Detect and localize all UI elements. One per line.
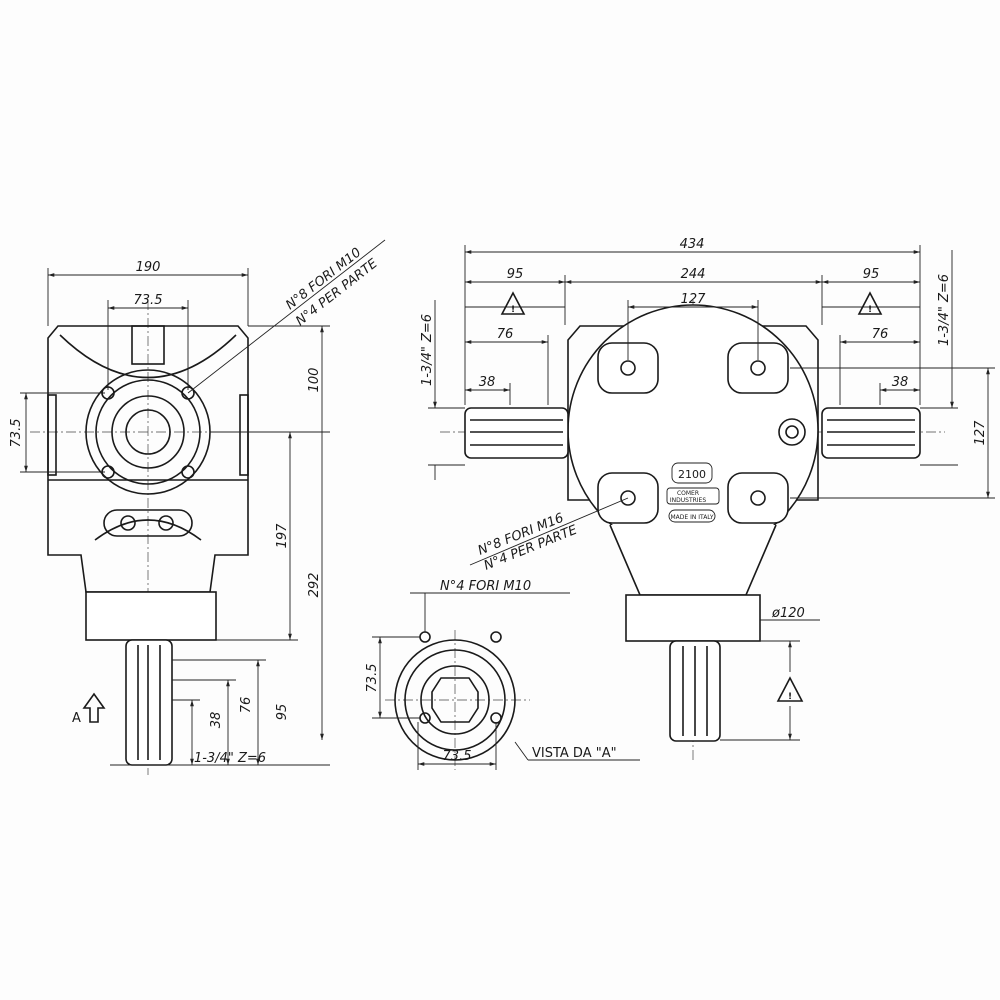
output-collar-front bbox=[625, 594, 761, 642]
bottom-view-title: VISTA DA "A" bbox=[532, 746, 617, 761]
dim-197: 197 bbox=[275, 523, 290, 549]
dim-292: 292 bbox=[307, 573, 322, 598]
brand-plate bbox=[666, 487, 720, 505]
dim-38: 38 bbox=[209, 712, 224, 729]
dim-100: 100 bbox=[307, 368, 322, 393]
bottom-view: N°4 FORI M10 73.5 73.5 VISTA DA "A" bbox=[365, 579, 640, 770]
output-collar bbox=[85, 591, 217, 641]
dim-38-left: 38 bbox=[479, 375, 496, 390]
dim-76-left: 76 bbox=[497, 327, 514, 342]
dim-73-5-horizontal: 73.5 bbox=[443, 749, 472, 764]
model-number: 2100 bbox=[678, 468, 706, 481]
left-input-shaft bbox=[464, 407, 569, 459]
left-view: 190 73.5 73.5 100 292 197 95 76 38 1-3/4… bbox=[9, 239, 386, 775]
warning-icon: ! bbox=[857, 291, 883, 315]
dim-127-vertical: 127 bbox=[973, 420, 988, 446]
view-arrow-label: A bbox=[72, 711, 81, 726]
warning-icon: ! bbox=[776, 676, 804, 702]
svg-text:!: ! bbox=[511, 305, 515, 315]
breather-plug bbox=[778, 418, 806, 446]
dim-95-left: 95 bbox=[507, 267, 524, 282]
gearbox-body-front bbox=[567, 325, 819, 501]
gearbox-body-side bbox=[47, 325, 249, 593]
dim-434: 434 bbox=[680, 237, 705, 252]
front-view: 2100 COMER INDUSTRIES MADE IN ITALY 434 … bbox=[420, 237, 995, 760]
shaft-spec-right: 1-3/4" Z=6 bbox=[937, 274, 952, 346]
dim-127: 127 bbox=[681, 292, 707, 307]
splined-shaft bbox=[125, 639, 173, 766]
right-input-shaft bbox=[821, 407, 921, 459]
dim-73-5-side: 73.5 bbox=[9, 419, 24, 448]
spline-bore bbox=[431, 677, 479, 723]
dim-95: 95 bbox=[275, 704, 290, 721]
made-in-label: MADE IN ITALY bbox=[670, 514, 713, 521]
model-plate bbox=[671, 462, 713, 484]
dim-244: 244 bbox=[681, 267, 706, 282]
brand-line-1: COMER bbox=[677, 490, 699, 497]
dim-73-5-vertical: 73.5 bbox=[365, 664, 380, 693]
dim-38-right: 38 bbox=[892, 375, 909, 390]
shaft-spec: 1-3/4" Z=6 bbox=[194, 751, 266, 766]
dim-95-right: 95 bbox=[863, 267, 880, 282]
dim-76-right: 76 bbox=[872, 327, 889, 342]
view-arrow-a: A bbox=[72, 692, 106, 726]
flange-face bbox=[394, 639, 516, 761]
bottom-holes-note: N°4 FORI M10 bbox=[440, 579, 531, 594]
dim-190: 190 bbox=[136, 260, 161, 275]
brand-line-2: INDUSTRIES bbox=[670, 497, 706, 504]
warning-icon: ! bbox=[500, 291, 526, 315]
svg-text:!: ! bbox=[868, 305, 872, 315]
dim-73-5-top: 73.5 bbox=[134, 293, 163, 308]
svg-text:!: ! bbox=[788, 692, 792, 702]
dim-76: 76 bbox=[239, 697, 254, 714]
shaft-spec-left: 1-3/4" Z=6 bbox=[420, 314, 435, 386]
dim-diameter-120: ø120 bbox=[771, 606, 805, 621]
